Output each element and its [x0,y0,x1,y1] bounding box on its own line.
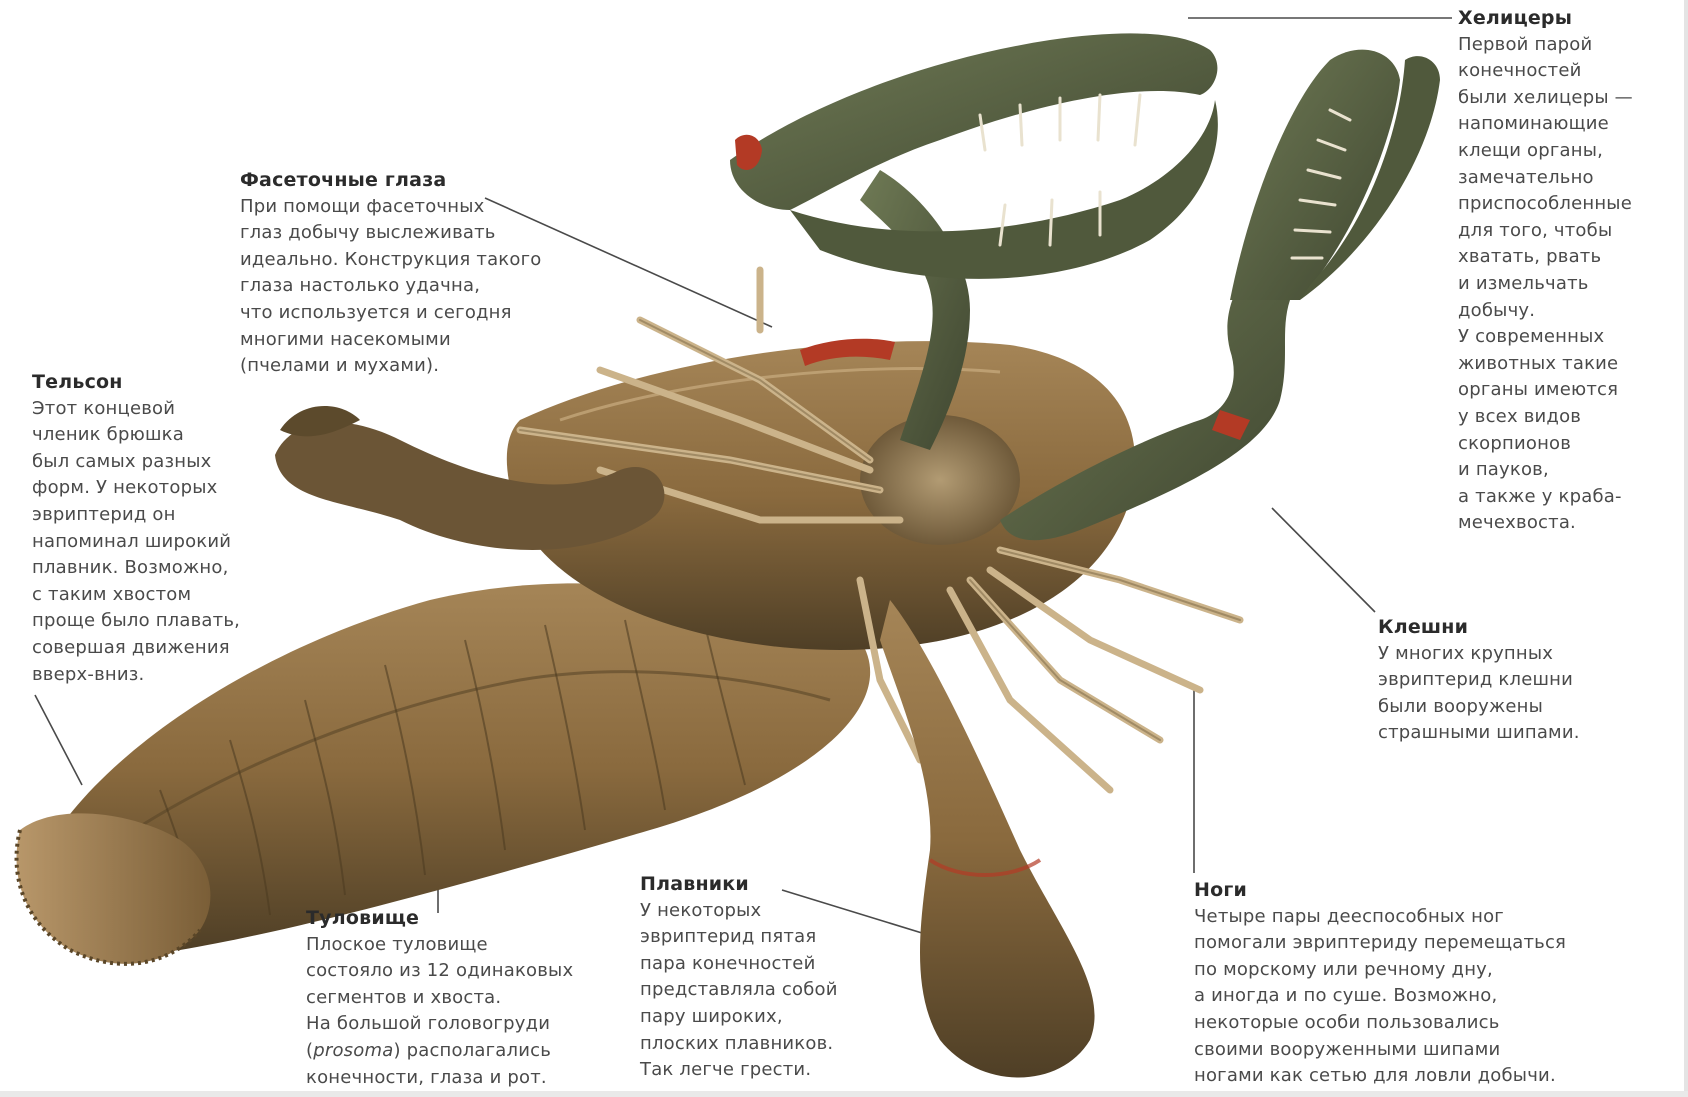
callout-chelicerae: Хелицеры Первой парой конечностей были х… [1458,5,1684,537]
callout-title-claws: Клешни [1378,614,1580,641]
callout-line: конечности, глаза и рот. [306,1065,573,1092]
callout-line: скорпионов [1458,431,1684,458]
callout-line: эвриптерид он [32,502,240,529]
callout-line: проще было плавать, [32,608,240,635]
callout-line: напоминающие [1458,111,1684,138]
callout-line: У некоторых [640,898,838,925]
callout-line: страшными шипами. [1378,720,1580,747]
callout-line: хватать, рвать [1458,244,1684,271]
callout-title-fins: Плавники [640,871,838,898]
callout-line: напоминал широкий [32,529,240,556]
callout-compound-eyes: Фасеточные глаза При помощи фасеточных г… [240,167,541,380]
callout-line: и пауков, [1458,457,1684,484]
callout-claws: Клешни У многих крупных эвриптерид клешн… [1378,614,1580,747]
callout-line: пара конечностей [640,951,838,978]
callout-line: и измельчать [1458,271,1684,298]
callout-line: глаза настолько удачна, [240,273,541,300]
callout-line: многими насекомыми [240,327,541,354]
callout-line-prosoma: (prosoma) располагались [306,1038,573,1065]
callout-line: глаз добычу выслеживать [240,220,541,247]
callout-line: мечехвоста. [1458,510,1684,537]
callout-line: сегментов и хвоста. [306,985,573,1012]
callout-line: состояло из 12 одинаковых [306,958,573,985]
callout-line: плавник. Возможно, [32,555,240,582]
callout-line: Плоское туловище [306,932,573,959]
leader-line-claws [1272,508,1375,612]
claw-fixed-finger [1230,50,1400,300]
callout-line: Четыре пары дееспособных ног [1194,904,1566,931]
callout-line: что используется и сегодня [240,300,541,327]
callout-line: клещи органы, [1458,138,1684,165]
callout-line: Так легче грести. [640,1057,838,1084]
callout-line: животных такие [1458,351,1684,378]
prosoma-term: prosoma [313,1040,393,1061]
callout-line: Первой парой [1458,32,1684,59]
callout-fins: Плавники У некоторых эвриптерид пятая па… [640,871,838,1084]
callout-line: эвриптерид пятая [640,924,838,951]
callout-title-telson: Тельсон [32,369,240,396]
callout-line: При помощи фасеточных [240,194,541,221]
callout-line: добычу. [1458,298,1684,325]
callout-line: форм. У некоторых [32,475,240,502]
callout-line: для того, чтобы [1458,218,1684,245]
callout-line: а иногда и по суше. Возможно, [1194,983,1566,1010]
callout-line: совершая движения [32,635,240,662]
callout-line: помогали эвриптериду перемещаться [1194,930,1566,957]
callout-line: эвриптерид клешни [1378,667,1580,694]
callout-line: были хелицеры — [1458,85,1684,112]
callout-line: конечностей [1458,58,1684,85]
callout-line: плоских плавников. [640,1031,838,1058]
callout-line: На большой головогруди [306,1011,573,1038]
top-claw-upper-finger [730,33,1217,210]
callout-line: ногами как сетью для ловли добычи. [1194,1063,1566,1090]
callout-title-legs: Ноги [1194,877,1566,904]
callout-title-compound-eyes: Фасеточные глаза [240,167,541,194]
callout-line: членик брюшка [32,422,240,449]
callout-line: пару широких, [640,1004,838,1031]
callout-line: своими вооруженными шипами [1194,1037,1566,1064]
callout-line: вверх-вниз. [32,662,240,689]
prosoma-rest: ) располагались [393,1040,551,1061]
callout-line: с таким хвостом [32,582,240,609]
callout-line: идеально. Конструкция такого [240,247,541,274]
callout-line: были вооружены [1378,694,1580,721]
callout-line: приспособленные [1458,191,1684,218]
callout-body: Туловище Плоское туловище состояло из 12… [306,905,573,1091]
callout-line: (пчелами и мухами). [240,353,541,380]
callout-line: У современных [1458,324,1684,351]
swimming-paddle [880,600,1095,1078]
callout-title-chelicerae: Хелицеры [1458,5,1684,32]
callout-line: а также у краба- [1458,484,1684,511]
callout-line: Этот концевой [32,396,240,423]
callout-line: замечательно [1458,165,1684,192]
callout-line: органы имеются [1458,377,1684,404]
callout-line: у всех видов [1458,404,1684,431]
callout-line: некоторые особи пользовались [1194,1010,1566,1037]
callout-legs: Ноги Четыре пары дееспособных ног помога… [1194,877,1566,1090]
callout-line: У многих крупных [1378,641,1580,668]
callout-telson: Тельсон Этот концевой членик брюшка был … [32,369,240,688]
callout-title-body: Туловище [306,905,573,932]
callout-line: представляла собой [640,977,838,1004]
callout-line: по морскому или речному дну, [1194,957,1566,984]
mouth-region [860,415,1020,545]
callout-line: был самых разных [32,449,240,476]
leader-line-telson [35,695,82,785]
